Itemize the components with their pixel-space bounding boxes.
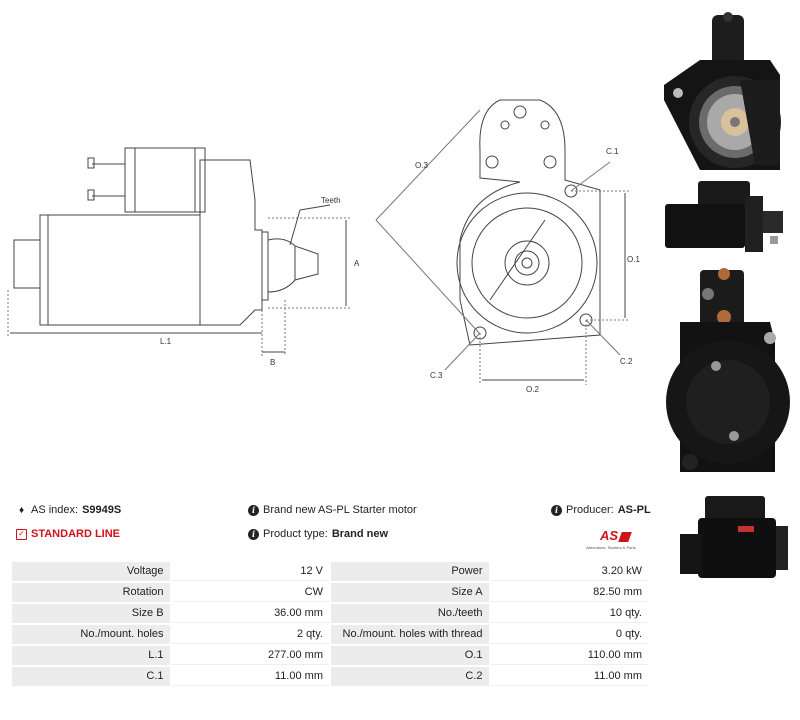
- as-index-label: AS index:: [31, 504, 79, 516]
- spec-key: Size B: [12, 604, 170, 623]
- table-row: Size B 36.00 mm No./teeth 10 qty.: [12, 604, 648, 623]
- spec-value: 82.50 mm: [490, 583, 648, 602]
- description-row: i Brand new AS-PL Starter motor: [248, 504, 417, 516]
- spec-key: Voltage: [12, 562, 170, 581]
- check-icon: ✓: [16, 528, 27, 540]
- photo-front-view[interactable]: [660, 5, 800, 175]
- table-row: L.1 277.00 mm O.1 110.00 mm: [12, 646, 648, 665]
- technical-drawing-svg: Teeth A B L.1 O.3 C.1 O.1 C.2 C.3 O.2: [7, 99, 640, 394]
- spec-key: Size A: [330, 583, 489, 602]
- pinion-outline: [267, 238, 319, 293]
- product-info: ♦ AS index: S9949S ✓ STANDARD LINE i Bra…: [14, 504, 654, 554]
- dim-l1-label: L.1: [160, 337, 172, 346]
- table-row: No./mount. holes 2 qty. No./mount. holes…: [12, 625, 648, 644]
- spec-value: 0 qty.: [490, 625, 648, 644]
- logo-subtitle: Alternators, Starters & Parts: [586, 545, 636, 550]
- spec-value: CW: [171, 583, 329, 602]
- product-type-label: Product type:: [263, 528, 328, 540]
- solenoid-outline: [124, 147, 206, 213]
- photo-side-view[interactable]: [660, 176, 800, 256]
- photo-angle-view[interactable]: [660, 488, 800, 588]
- flange-circle: [456, 192, 598, 334]
- info-icon: i: [248, 504, 259, 516]
- standard-line-label: STANDARD LINE: [31, 528, 121, 540]
- spec-value: 110.00 mm: [490, 646, 648, 665]
- dim-o3-label: O.3: [415, 161, 428, 170]
- table-row: Rotation CW Size A 82.50 mm: [12, 583, 648, 602]
- product-type-value: Brand new: [331, 528, 389, 540]
- spec-key: L.1: [12, 646, 170, 665]
- dim-c2-label: C.2: [620, 357, 633, 366]
- technical-drawing: Teeth A B L.1 O.3 C.1 O.1 C.2 C.3 O.2: [0, 0, 660, 400]
- photo-rear-view[interactable]: [660, 262, 800, 482]
- spec-key: Power: [330, 562, 489, 581]
- tag-icon: ♦: [18, 504, 25, 516]
- teeth-label: Teeth: [321, 196, 341, 205]
- dim-b-label: B: [270, 358, 275, 367]
- spec-value: 12 V: [171, 562, 329, 581]
- info-icon: i: [248, 528, 259, 540]
- spec-key: C.1: [12, 667, 170, 686]
- motor-body-outline: [39, 214, 201, 326]
- logo-bar: [618, 532, 632, 542]
- producer-row: i Producer: AS-PL: [551, 504, 651, 516]
- spec-key: No./mount. holes: [12, 625, 170, 644]
- drive-housing-outline: [199, 159, 263, 326]
- as-index-row: ♦ AS index: S9949S: [16, 504, 121, 516]
- as-index-value[interactable]: S9949S: [82, 504, 122, 516]
- dim-c3-label: C.3: [430, 371, 443, 380]
- product-description: Brand new AS-PL Starter motor: [263, 504, 417, 516]
- spec-key: No./mount. holes with thread: [330, 625, 489, 644]
- dim-o1-label: O.1: [627, 255, 640, 264]
- logo-mark: AS: [600, 528, 619, 543]
- flange-outline: [459, 99, 601, 346]
- product-photos: [660, 0, 800, 590]
- producer-label: Producer:: [566, 504, 614, 516]
- spec-value: 2 qty.: [171, 625, 329, 644]
- spec-value: 36.00 mm: [171, 604, 329, 623]
- info-icon: i: [551, 504, 562, 516]
- spec-key: C.2: [330, 667, 489, 686]
- dim-c1-label: C.1: [606, 147, 619, 156]
- spec-value: 11.00 mm: [171, 667, 329, 686]
- dim-a-label: A: [354, 259, 360, 268]
- spec-key: Rotation: [12, 583, 170, 602]
- spec-value: 11.00 mm: [490, 667, 648, 686]
- spec-key: No./teeth: [330, 604, 489, 623]
- spec-value: 10 qty.: [490, 604, 648, 623]
- product-type-row: i Product type: Brand new: [248, 528, 388, 540]
- producer-value: AS-PL: [617, 504, 651, 516]
- dim-o2-label: O.2: [526, 385, 539, 394]
- producer-logo: AS Alternators, Starters & Parts: [586, 528, 650, 554]
- spec-value: 277.00 mm: [171, 646, 329, 665]
- table-row: Voltage 12 V Power 3.20 kW: [12, 562, 648, 581]
- standard-line-row: ✓ STANDARD LINE: [16, 528, 120, 540]
- spec-key: O.1: [330, 646, 489, 665]
- table-row: C.1 11.00 mm C.2 11.00 mm: [12, 667, 648, 686]
- spec-value: 3.20 kW: [490, 562, 648, 581]
- spec-table: Voltage 12 V Power 3.20 kW Rotation CW S…: [10, 560, 650, 688]
